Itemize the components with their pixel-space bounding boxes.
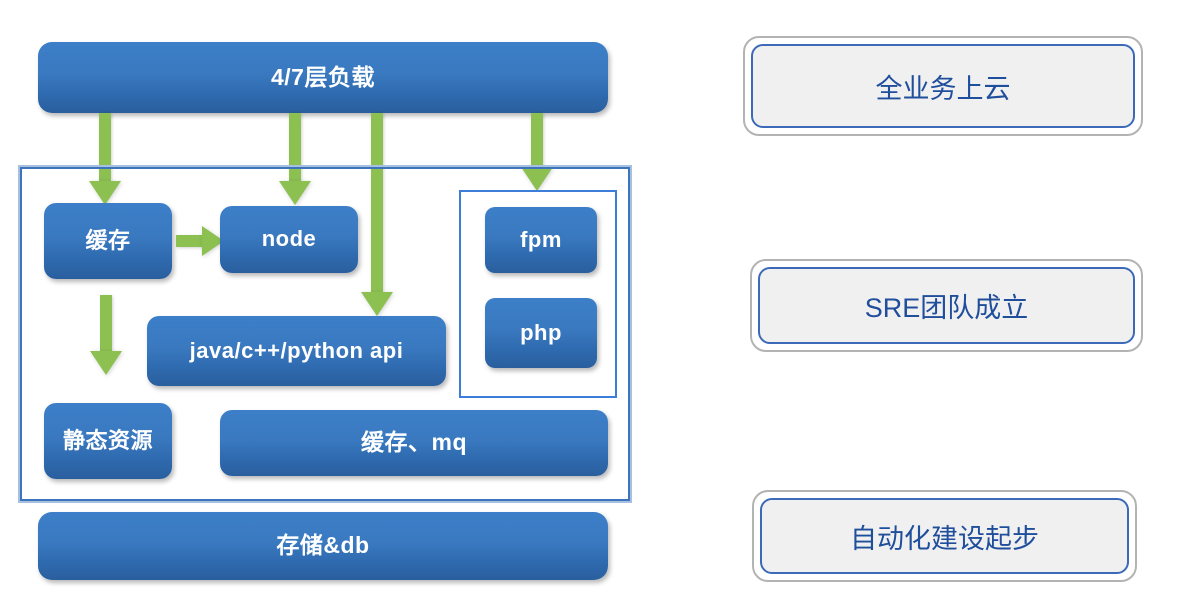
node-static-resource-label: 静态资源 — [62, 427, 153, 453]
milestone-card-3-inner: 自动化建设起步 — [760, 498, 1129, 574]
arrow-shaft — [289, 113, 301, 181]
arrow-head — [521, 167, 553, 191]
node-fpm[interactable]: fpm — [485, 207, 597, 273]
milestone-card-3[interactable]: 自动化建设起步 — [752, 490, 1137, 582]
arrow-lb-to-java-api — [361, 113, 393, 316]
arrow-head — [89, 181, 121, 205]
arrow-shaft — [531, 113, 543, 167]
milestone-card-1-inner: 全业务上云 — [751, 44, 1135, 128]
milestone-card-1[interactable]: 全业务上云 — [743, 36, 1143, 136]
arrow-head — [90, 351, 122, 375]
milestone-card-3-label: 自动化建设起步 — [850, 523, 1039, 554]
arrow-lb-to-node — [279, 113, 311, 205]
node-java-api-label: java/c++/python api — [189, 337, 404, 363]
node-node-label: node — [261, 226, 317, 252]
milestone-card-1-label: 全业务上云 — [875, 73, 1011, 104]
node-cache-mq[interactable]: 缓存、mq — [220, 410, 608, 476]
node-cache-label: 缓存 — [85, 227, 131, 253]
arrow-shaft — [100, 295, 112, 351]
node-java-api[interactable]: java/c++/python api — [147, 316, 446, 386]
node-fpm-label: fpm — [520, 226, 562, 252]
arrow-shaft — [176, 235, 206, 247]
arrow-head — [279, 181, 311, 205]
arrow-shaft — [371, 113, 383, 292]
arrow-cache-to-node — [176, 226, 224, 256]
arrow-cache-to-static-resource — [90, 295, 122, 375]
application-layer-container — [18, 165, 632, 503]
node-php[interactable]: php — [485, 298, 597, 368]
node-static-resource[interactable]: 静态资源 — [44, 403, 172, 479]
milestone-card-2-label: SRE团队成立 — [864, 293, 1029, 323]
node-cache-mq-label: 缓存、mq — [361, 429, 467, 456]
arrow-head — [202, 226, 224, 256]
node-storage-db[interactable]: 存储&db — [38, 512, 608, 580]
arrow-shaft — [99, 113, 111, 181]
arrow-lb-to-cache — [89, 113, 121, 205]
node-storage-db-label: 存储&db — [276, 532, 370, 559]
milestone-card-2[interactable]: SRE团队成立 — [750, 259, 1143, 352]
arrow-head — [361, 292, 393, 316]
node-php-label: php — [520, 319, 562, 345]
arrow-lb-to-fpm-php — [521, 113, 553, 191]
milestone-card-2-inner: SRE团队成立 — [758, 267, 1135, 344]
node-load-balancer-label: 4/7层负载 — [271, 63, 375, 90]
node-node[interactable]: node — [220, 206, 358, 273]
node-cache[interactable]: 缓存 — [44, 203, 172, 279]
node-load-balancer[interactable]: 4/7层负载 — [38, 42, 608, 113]
